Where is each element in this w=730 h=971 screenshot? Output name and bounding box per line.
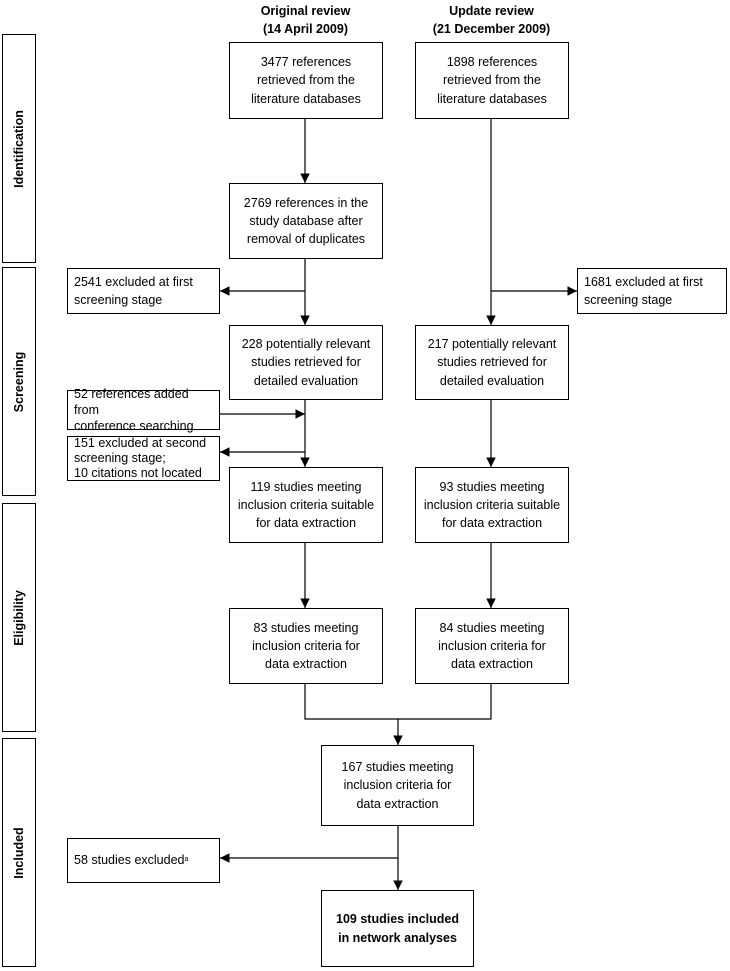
stage-eligibility: Eligibility (2, 503, 36, 732)
stage-included: Included (2, 738, 36, 967)
upd-excluded-first-box: 1681 excluded at first screening stage (577, 268, 727, 314)
upd-potentially-relevant-box: 217 potentially relevant studies retriev… (415, 325, 569, 400)
orig-potentially-relevant-box: 228 potentially relevant studies retriev… (229, 325, 383, 400)
combined-meeting-box: 167 studies meeting inclusion criteria f… (321, 745, 474, 826)
excluded-final-footnote-marker: a (184, 856, 189, 864)
conference-added-box: 52 references added from conference sear… (67, 387, 220, 433)
stage-screening: Screening (2, 267, 36, 496)
orig-meeting-box: 83 studies meeting inclusion criteria fo… (229, 608, 383, 684)
included-final-box: 109 studies included in network analyses (321, 890, 474, 967)
excluded-final-text: 58 studies excluded (74, 853, 185, 868)
stage-identification: Identification (2, 34, 36, 263)
orig-suitable-box: 119 studies meeting inclusion criteria s… (229, 467, 383, 543)
upd-suitable-box: 93 studies meeting inclusion criteria su… (415, 467, 569, 543)
original-review-header: Original review (14 April 2009) (260, 4, 351, 37)
upd-meeting-box: 84 studies meeting inclusion criteria fo… (415, 608, 569, 684)
orig-retrieved-box: 3477 references retrieved from the liter… (229, 42, 383, 119)
orig-excluded-first-box: 2541 excluded at first screening stage (67, 268, 220, 314)
orig-after-dedup-box: 2769 references in the study database af… (229, 183, 383, 259)
update-review-header: Update review (21 December 2009) (432, 4, 551, 37)
upd-retrieved-box: 1898 references retrieved from the liter… (415, 42, 569, 119)
orig-excluded-second-box: 151 excluded at second screening stage; … (67, 436, 220, 481)
